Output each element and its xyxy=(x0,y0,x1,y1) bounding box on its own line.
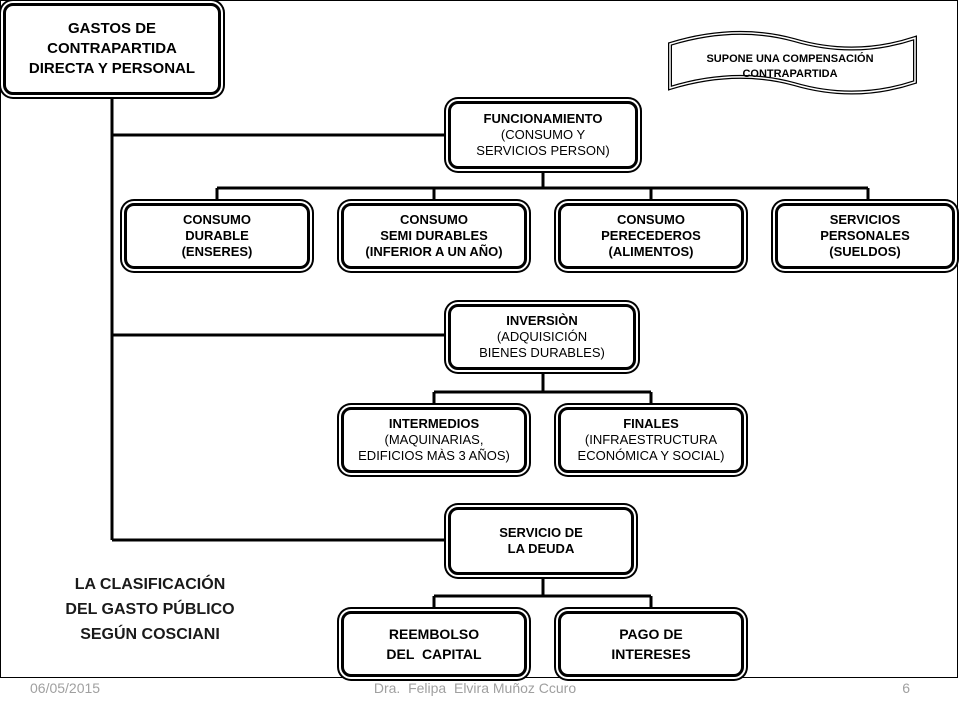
footer-date: 06/05/2015 xyxy=(30,680,101,696)
inversion-line: BIENES DURABLES) xyxy=(479,345,605,360)
box-line: REEMBOLSO xyxy=(388,626,480,642)
inversion-box: INVERSIÒN (ADQUISICIÓN BIENES DURABLES) xyxy=(448,304,636,370)
footer-page-number: 6 xyxy=(902,680,910,696)
consumo-semi-durables-box: CONSUMO SEMI DURABLES (INFERIOR A UN AÑO… xyxy=(341,203,527,269)
box-line: PERECEDEROS xyxy=(601,228,701,243)
servicios-personales-box: SERVICIOS PERSONALES (SUELDOS) xyxy=(775,203,955,269)
box-line: SEMI DURABLES xyxy=(380,228,488,243)
box-line: (SUELDOS) xyxy=(829,244,901,259)
banner-line: SUPONE UNA COMPENSACIÓN xyxy=(706,53,874,65)
box-line: CONSUMO xyxy=(617,212,685,227)
box-line: EDIFICIOS MÀS 3 AÑOS) xyxy=(358,448,510,463)
inversion-title: INVERSIÒN xyxy=(506,313,578,328)
caption-line: LA CLASIFICACIÓN xyxy=(74,576,226,593)
root-line: CONTRAPARTIDA xyxy=(47,40,177,57)
funcionamiento-line: SERVICIOS PERSON) xyxy=(476,143,610,158)
box-line: INTERESES xyxy=(611,646,691,662)
box-line: PAGO DE xyxy=(619,626,683,642)
consumo-durable-box: CONSUMO DURABLE (ENSERES) xyxy=(124,203,310,269)
banner-text: SUPONE UNA COMPENSACIÓN CONTRAPARTIDA xyxy=(670,52,910,82)
inversion-line: (ADQUISICIÓN xyxy=(496,329,588,344)
footer-author: Dra. Felipa Elvira Muñoz Ccuro xyxy=(373,680,577,696)
box-line: SERVICIO DE xyxy=(499,525,583,540)
servicio-deuda-box: SERVICIO DE LA DEUDA xyxy=(448,507,634,575)
box-line: DEL CAPITAL xyxy=(386,646,482,662)
box-line: SERVICIOS xyxy=(829,212,901,227)
intermedios-title: INTERMEDIOS xyxy=(388,416,480,431)
slide-frame xyxy=(0,0,958,678)
diagram-caption: LA CLASIFICACIÓN DEL GASTO PÚBLICO SEGÚN… xyxy=(40,572,260,647)
funcionamiento-box: FUNCIONAMIENTO (CONSUMO Y SERVICIOS PERS… xyxy=(448,101,638,169)
consumo-perecederos-box: CONSUMO PERECEDEROS (ALIMENTOS) xyxy=(558,203,744,269)
funcionamiento-line: (CONSUMO Y xyxy=(500,127,586,142)
banner-scroll-shape xyxy=(668,30,917,95)
caption-line: SEGÚN COSCIANI xyxy=(80,626,220,643)
box-line: LA DEUDA xyxy=(507,541,575,556)
root-line: GASTOS DE xyxy=(67,20,157,37)
root-box-gastos-contrapartida: GASTOS DE CONTRAPARTIDA DIRECTA Y PERSON… xyxy=(3,3,221,95)
box-line: PERSONALES xyxy=(820,228,910,243)
box-line: DURABLE xyxy=(185,228,249,243)
box-line: (ALIMENTOS) xyxy=(608,244,694,259)
banner-line: CONTRAPARTIDA xyxy=(742,68,838,80)
caption-line: DEL GASTO PÚBLICO xyxy=(65,601,235,618)
intermedios-box: INTERMEDIOS (MAQUINARIAS, EDIFICIOS MÀS … xyxy=(341,407,527,473)
box-line: (MAQUINARIAS, xyxy=(384,432,484,447)
reembolso-capital-box: REEMBOLSO DEL CAPITAL xyxy=(341,611,527,677)
pago-intereses-box: PAGO DE INTERESES xyxy=(558,611,744,677)
box-line: (ENSERES) xyxy=(181,244,253,259)
box-line: CONSUMO xyxy=(400,212,468,227)
box-line: ECONÓMICA Y SOCIAL) xyxy=(577,448,725,463)
root-line: DIRECTA Y PERSONAL xyxy=(28,60,196,77)
finales-title: FINALES xyxy=(623,416,679,431)
finales-box: FINALES (INFRAESTRUCTURA ECONÓMICA Y SOC… xyxy=(558,407,744,473)
box-line: (INFRAESTRUCTURA xyxy=(584,432,718,447)
funcionamiento-title: FUNCIONAMIENTO xyxy=(483,111,603,126)
box-line: CONSUMO xyxy=(183,212,251,227)
box-line: (INFERIOR A UN AÑO) xyxy=(365,244,503,259)
